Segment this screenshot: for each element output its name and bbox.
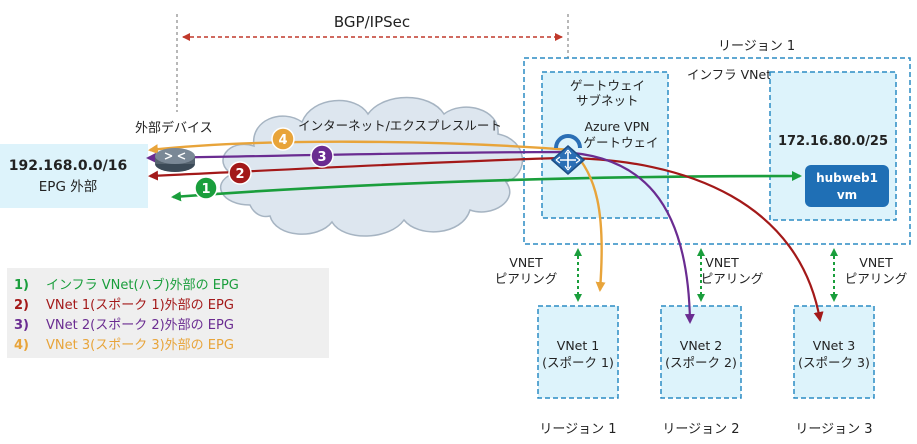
- badge-3-text: 3: [317, 150, 326, 165]
- spoke1-region: リージョン 1: [539, 422, 616, 437]
- vm-line1: hubweb1: [816, 171, 878, 185]
- peering2-line1: VNET: [705, 255, 739, 270]
- badge-3: 3: [310, 144, 334, 168]
- peering3-line2: ピアリング: [845, 271, 908, 286]
- epg-box: [0, 144, 148, 208]
- vpn-gateway-line1: Azure VPN: [584, 119, 649, 134]
- spoke2-region: リージョン 2: [662, 422, 739, 437]
- gateway-subnet-line2: サブネット: [576, 93, 639, 108]
- legend-2-num: 2): [14, 298, 29, 313]
- badge-2-text: 2: [235, 167, 244, 182]
- router-icon: [155, 148, 195, 172]
- vpn-gateway-line2: ゲートウェイ: [583, 135, 658, 150]
- legend-2-text: VNet 1(スポーク 1)外部の EPG: [46, 298, 234, 313]
- spoke2-line1: VNet 2: [680, 338, 722, 353]
- vm-line2: vm: [837, 188, 857, 202]
- peering1-line1: VNET: [509, 255, 543, 270]
- epg-name: EPG 外部: [39, 179, 97, 195]
- gateway-subnet-line1: ゲートウェイ: [570, 78, 645, 93]
- legend-1-num: 1): [14, 278, 29, 293]
- legend-4-num: 4): [14, 338, 29, 353]
- peering3-line1: VNET: [859, 255, 893, 270]
- route-orange: [148, 140, 606, 292]
- vm-box: [805, 165, 889, 207]
- external-device-label: 外部デバイス: [135, 120, 213, 136]
- peering2-line2: ピアリング: [701, 271, 764, 286]
- badge-1: 1: [194, 176, 218, 200]
- spoke3-line1: VNet 3: [813, 338, 855, 353]
- peering1-line2: ピアリング: [495, 271, 558, 286]
- internet-label: インターネット/エクスプレスルート: [298, 118, 502, 133]
- spoke3-line2: (スポーク 3): [798, 355, 870, 370]
- spoke3-region: リージョン 3: [795, 422, 872, 437]
- badge-4-text: 4: [278, 133, 287, 148]
- hub-subnet-cidr: 172.16.80.0/25: [778, 134, 888, 149]
- vpn-gateway-icon: [550, 134, 586, 175]
- legend-4-text: VNet 3(スポーク 3)外部の EPG: [46, 338, 234, 353]
- epg-cidr: 192.168.0.0/16: [9, 158, 127, 174]
- spoke1-line2: (スポーク 1): [542, 355, 614, 370]
- spoke2-line2: (スポーク 2): [665, 355, 737, 370]
- badge-1-text: 1: [201, 182, 210, 197]
- legend-3-text: VNet 2(スポーク 2)外部の EPG: [46, 318, 234, 333]
- spoke1-line1: VNet 1: [557, 338, 599, 353]
- badge-2: 2: [228, 161, 252, 185]
- legend-1-text: インフラ VNet(ハブ)外部の EPG: [46, 277, 239, 293]
- badge-4: 4: [271, 127, 295, 151]
- legend-3-num: 3): [14, 318, 29, 333]
- region1-label: リージョン 1: [718, 39, 795, 54]
- bgp-label: BGP/IPSec: [334, 13, 410, 31]
- infra-vnet-label: インフラ VNet: [687, 67, 771, 82]
